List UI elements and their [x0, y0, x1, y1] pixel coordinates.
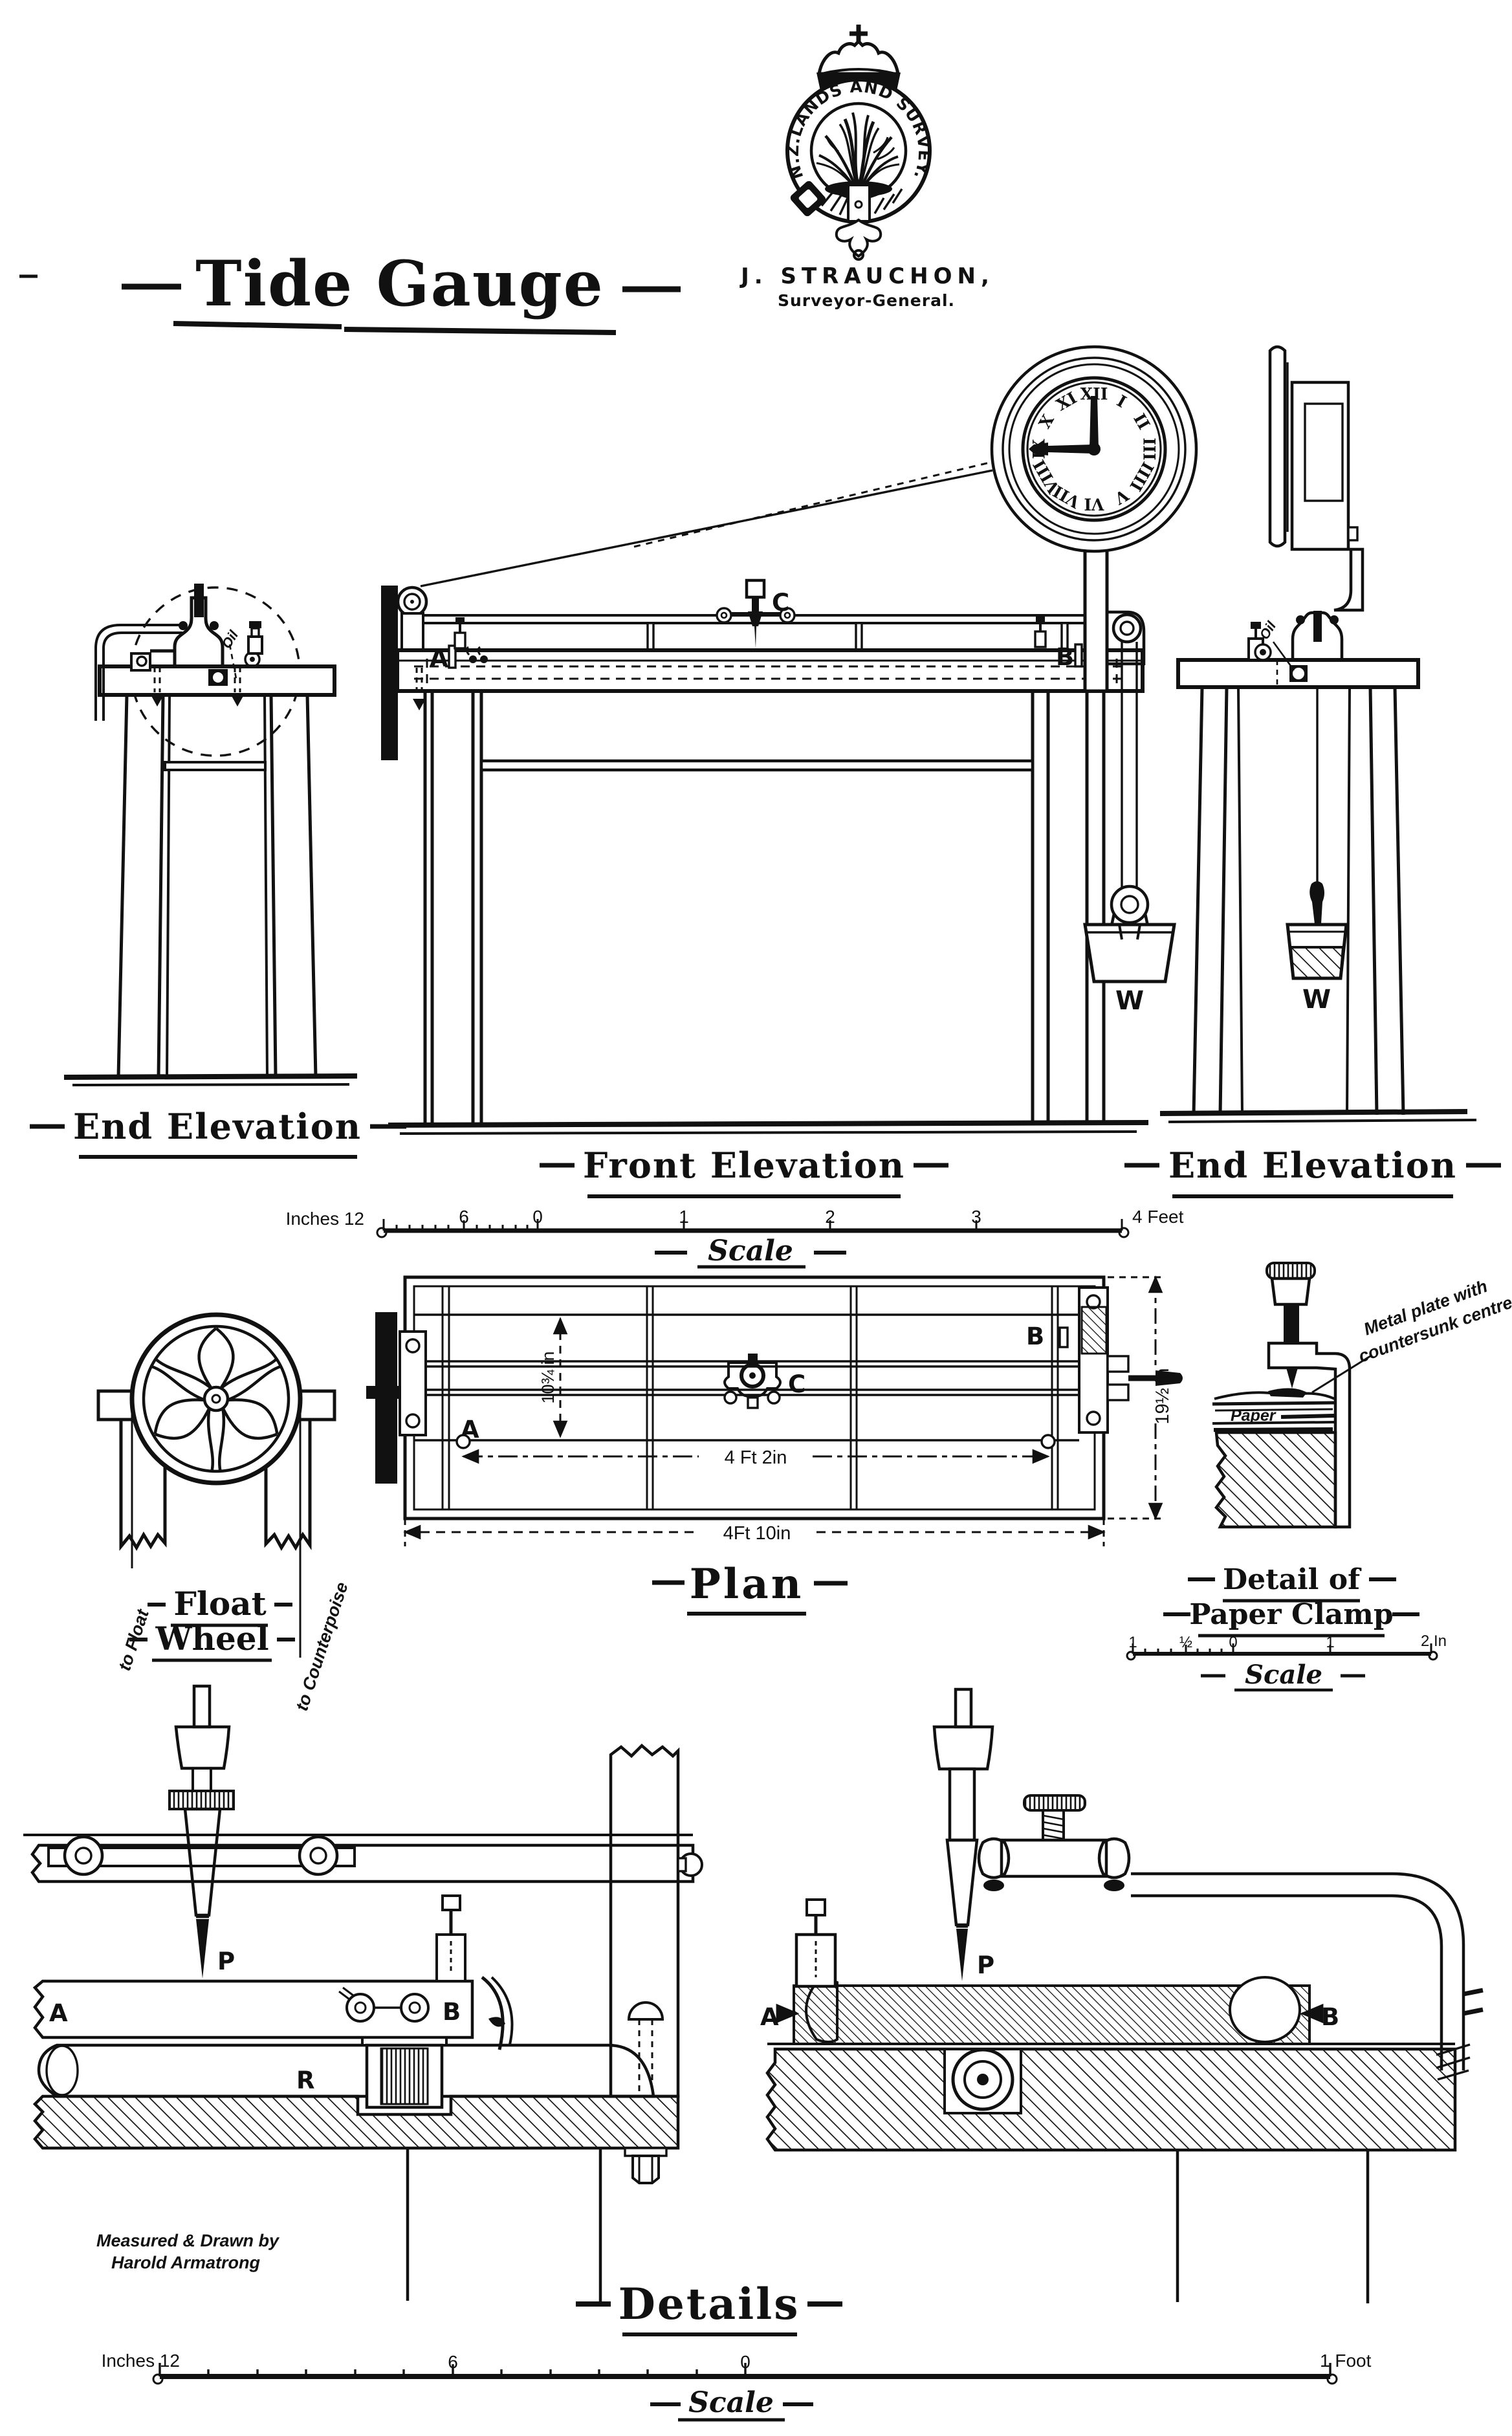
float-wheel-drawing: to Float to Counterpoise [96, 1312, 352, 1713]
end-elevation-right-label: End Elevation [1124, 1145, 1501, 1198]
pen-carriage-plan [723, 1354, 782, 1409]
dim-depth: 19½ in [1108, 1275, 1173, 1520]
scale-in-half: ½ [1179, 1634, 1192, 1651]
dim-overall-text: 4Ft 10in [723, 1523, 791, 1544]
band-clamp-left-detail [435, 1894, 514, 2050]
float-wheel-label: Float Wheel [129, 1585, 295, 1662]
weight-label-right: W [1302, 985, 1331, 1015]
scale-in-1l: 1 [1128, 1634, 1137, 1651]
dim-span-text: 4 Ft 2in [725, 1447, 787, 1468]
end-elevation-right-title: End Elevation [1168, 1145, 1457, 1186]
scale-feet-2: 2 [825, 1207, 835, 1227]
label-c-plan: C [788, 1370, 805, 1398]
scale-feet-3: 3 [971, 1207, 981, 1227]
label-b-plan: B [1026, 1322, 1044, 1350]
carriage-side-right [1247, 611, 1344, 687]
label-p-right: P [977, 1951, 994, 1979]
label-a-right: A [760, 2003, 779, 2031]
scale-foot-caption: Scale [688, 2386, 774, 2419]
scale-foot-6: 6 [448, 2352, 458, 2372]
front-elevation-title: Front Elevation [583, 1145, 905, 1186]
scale-bar-foot: Inches 12 6 0 1 Foot Scale [102, 2351, 1372, 2422]
pen-assembly-right [932, 1687, 994, 1981]
front-elevation-label: Front Elevation [540, 1145, 948, 1198]
label-b-right: B [1321, 2003, 1339, 2031]
scale-in-1: 1 [1326, 1634, 1334, 1651]
paper-note: Paper [1231, 1407, 1276, 1425]
dim-overall: 4Ft 10in [403, 1519, 1106, 1546]
clock-hands [1029, 396, 1101, 455]
title-text: Tide Gauge [195, 247, 604, 320]
pendant-icon [835, 184, 882, 261]
counterweight-right [1286, 687, 1348, 980]
dim-band-text: 10¾ in [538, 1351, 558, 1403]
nz-lands-survey-crest: N.Z.LANDS AND SURVEY. [783, 25, 933, 261]
bearing-support [361, 2036, 448, 2109]
detail-left-drawing: P A B R [23, 1684, 703, 2303]
frame-post [609, 1743, 703, 2184]
label-a-left: A [49, 1999, 68, 2027]
label-b-front: B [1056, 643, 1074, 671]
svg-text:VI: VI [1084, 495, 1104, 514]
counterweight-left [1083, 642, 1176, 983]
details-title: Details [619, 2279, 800, 2329]
band-clamp-right-detail [794, 1898, 837, 1988]
front-elevation-drawing: C A B [381, 345, 1198, 1135]
clock-side-view [1268, 345, 1359, 551]
surveyor-role: Surveyor-General. [778, 291, 955, 310]
credit-line-1: Measured & Drawn by [96, 2231, 280, 2250]
plan-drawing: C A B 10¾ in 4 Ft 2in 4Ft 10in [366, 1275, 1183, 1546]
scale-feet-1: 1 [679, 1207, 689, 1227]
end-elevation-left-drawing: Oil [63, 584, 358, 1086]
scale-feet-right-label: 4 Feet [1132, 1207, 1184, 1227]
label-c-front: C [772, 589, 789, 617]
scale-foot-right-label: 1 Foot [1320, 2351, 1372, 2371]
label-a-front: A [430, 644, 448, 672]
end-elevation-left-title: End Elevation [73, 1106, 362, 1147]
plan-label: Plan [652, 1560, 848, 1616]
surveyor-name: J. STRAUCHON, [740, 263, 994, 289]
paper-clamp-drawing: Paper Metal plate with countersunk centr… [1212, 1262, 1512, 1529]
scale-in-0: 0 [1229, 1634, 1237, 1651]
scale-inches-caption: Scale [1245, 1660, 1322, 1690]
plan-title: Plan [690, 1560, 804, 1608]
metal-plate-note: Metal plate with countersunk centre [1311, 1277, 1512, 1394]
float-wheel-title-2: Wheel [155, 1619, 268, 1658]
scale-bar-inches: 1 ½ 0 1 2 In Scale [1126, 1632, 1447, 1692]
detail-right-drawing: P A B [760, 1687, 1484, 2303]
wheel-spokes [150, 1327, 282, 1472]
buckle-icon [790, 181, 826, 217]
details-label: Details [576, 2279, 842, 2336]
scale-foot-inches-label: Inches 12 [102, 2351, 180, 2371]
svg-text:III: III [1140, 437, 1159, 460]
label-p-left: P [217, 1948, 235, 1975]
dim-span: 4 Ft 2in [461, 1447, 1050, 1468]
weight-label-front: W [1115, 986, 1144, 1016]
scale-feet-inches-label: Inches 12 [286, 1209, 364, 1229]
paper-stack [1212, 1401, 1336, 1432]
paper-clamp-title-1: Detail of [1223, 1563, 1362, 1596]
float-wheel-title-1: Float [173, 1585, 266, 1623]
end-elevation-right-drawing: Oil W [1159, 345, 1477, 1123]
scale-feet-6: 6 [459, 1207, 469, 1227]
scale-feet-caption: Scale [708, 1234, 793, 1267]
sheet-title: Tide Gauge [122, 247, 681, 335]
carriage-right-detail [977, 1794, 1131, 1891]
scale-in-right: 2 In [1421, 1632, 1447, 1650]
paper-clamp-label: Detail of Paper Clamp [1163, 1563, 1419, 1638]
scale-bar-feet: Inches 12 6 0 1 2 3 4 Feet Scale [286, 1207, 1184, 1269]
dim-depth-text: 19½ in [1152, 1368, 1173, 1424]
credit-line-2: Harold Armatrong [111, 2253, 261, 2272]
pen-assembly-left [168, 1684, 235, 1979]
scale-foot-0: 0 [740, 2352, 751, 2372]
pen-carriage-front [716, 578, 796, 648]
scale-feet-0: 0 [532, 1207, 543, 1227]
end-elevation-left-label: End Elevation [30, 1106, 406, 1159]
label-r-left: R [296, 2067, 315, 2094]
dim-band-width: 10¾ in [538, 1317, 568, 1438]
label-b-left: B [443, 1998, 461, 2026]
clock: XII I II III IIII V VI VII VIII IX X XI [990, 345, 1198, 553]
paper-clamp-title-2: Paper Clamp [1189, 1598, 1393, 1631]
